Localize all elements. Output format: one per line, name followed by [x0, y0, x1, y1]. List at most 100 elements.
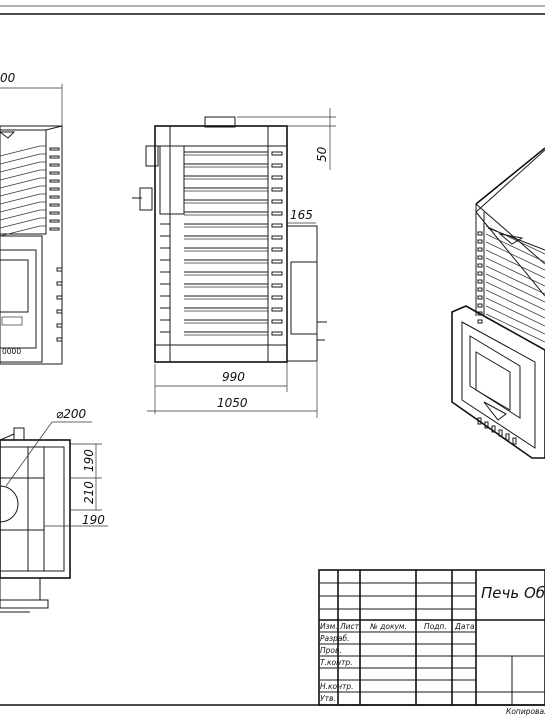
fin-line: [485, 273, 545, 303]
vent-slot: [477, 239, 483, 244]
vent-slot: [271, 295, 283, 300]
vent-slot: [56, 323, 63, 328]
fin-line: [0, 225, 46, 237]
vent-slot: [271, 283, 283, 288]
vent-slot: [49, 203, 60, 207]
dim-door-offset: 165: [290, 208, 313, 222]
vent-slot: [49, 187, 60, 191]
front-view: 0000: [0, 84, 63, 365]
vent-slot: [477, 287, 483, 292]
vent-slot: [56, 295, 63, 300]
side-view: 50 165 990 1050: [132, 108, 336, 418]
dim-top-horizontal: 190: [82, 513, 105, 527]
vent-slot: [477, 319, 483, 324]
vent-slot: [271, 199, 283, 204]
fin-line: [485, 249, 545, 279]
vent-slot: [271, 271, 283, 276]
vent-slot: [271, 331, 283, 336]
vent-slot: [56, 309, 63, 314]
vent-slot: [484, 421, 489, 429]
col-list: Лист: [339, 622, 360, 631]
fin-line: [0, 153, 46, 165]
fin-line: [0, 217, 46, 229]
vent-slot: [56, 267, 63, 272]
fin-line: [485, 289, 545, 319]
col-sign: Подп.: [424, 622, 447, 631]
fin-line: [0, 193, 46, 205]
vent-slot: [56, 281, 63, 286]
isometric-view: [451, 147, 545, 459]
vent-slot: [498, 429, 503, 437]
svg-text:0000: 0000: [2, 347, 21, 356]
fin-line: [485, 305, 545, 335]
vent-slot: [271, 247, 283, 252]
vent-slot: [271, 163, 283, 168]
fin-line: [485, 257, 545, 287]
vent-slot: [477, 279, 483, 284]
vent-slot: [477, 417, 482, 425]
vent-slot: [271, 151, 283, 156]
fin-line: [485, 265, 545, 295]
fin-line: [485, 297, 545, 327]
fin-line: [485, 241, 545, 271]
vent-slot: [49, 179, 60, 183]
vent-slot: [271, 235, 283, 240]
top-view: ⌀200 190 210 190: [0, 407, 108, 613]
dim-pipe-diameter: ⌀200: [56, 407, 86, 421]
row-developer: Разраб.: [320, 634, 349, 643]
col-docnum: № докум.: [369, 622, 407, 631]
vent-slot: [271, 319, 283, 324]
fin-line: [0, 201, 46, 213]
vent-slot: [49, 227, 60, 231]
vent-slot: [477, 247, 483, 252]
fin-line: [485, 313, 545, 343]
vent-slot: [512, 437, 517, 445]
vent-slot: [49, 163, 60, 167]
drawing-title: Печь Об: [481, 584, 545, 602]
vent-slot: [49, 171, 60, 175]
vent-slot: [271, 211, 283, 216]
vent-slot: [49, 211, 60, 215]
vent-slot: [49, 195, 60, 199]
fin-line: [0, 145, 46, 157]
vent-slot: [477, 271, 483, 276]
dim-side-top: 00: [0, 71, 16, 85]
vent-slot: [271, 259, 283, 264]
vent-slot: [271, 307, 283, 312]
vent-slot: [49, 147, 60, 151]
vent-slot: [49, 155, 60, 159]
vent-slot: [477, 255, 483, 260]
dim-width-total: 1050: [217, 396, 248, 410]
vent-slot: [271, 175, 283, 180]
fin-line: [0, 177, 46, 189]
vent-slot: [56, 337, 63, 342]
fin-line: [0, 209, 46, 221]
col-date: Дата: [454, 622, 475, 631]
fin-line: [0, 169, 46, 181]
vent-slot: [505, 433, 510, 441]
row-norm-control: Н.контр.: [320, 682, 354, 691]
vent-slot: [271, 223, 283, 228]
vent-slot: [49, 219, 60, 223]
vent-slot: [491, 425, 496, 433]
vent-slot: [477, 263, 483, 268]
col-izm: Изм.: [320, 622, 338, 631]
vent-slot: [477, 231, 483, 236]
vent-slot: [477, 303, 483, 308]
row-approved: Утв.: [320, 694, 336, 703]
row-checked: Пров.: [320, 646, 342, 655]
dim-chimney-height: 50: [315, 146, 329, 162]
dim-top-vertical-2: 210: [82, 481, 96, 504]
vent-slot: [477, 295, 483, 300]
copied-label: Копировал: [506, 707, 545, 716]
dim-width-inner: 990: [222, 370, 245, 384]
fin-line: [485, 233, 545, 263]
row-tech-control: Т.контр.: [320, 658, 353, 667]
fin-line: [0, 161, 46, 173]
dim-top-vertical-1: 190: [82, 449, 96, 472]
vent-slot: [271, 187, 283, 192]
sheet-frame: [0, 5, 545, 706]
fin-line: [0, 185, 46, 197]
title-block: Печь Об Изм. Лист № докум. Подп. Дата Ра…: [318, 569, 545, 716]
